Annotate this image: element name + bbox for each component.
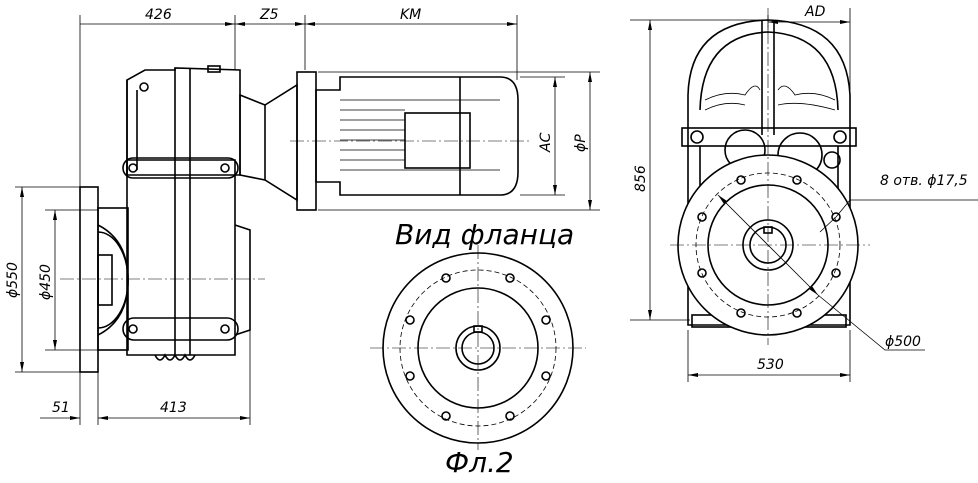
dim-413: 413: [160, 400, 187, 416]
dim-phi-p: ϕP: [573, 134, 589, 152]
dim-500: ϕ500: [885, 334, 921, 350]
dim-ad: AD: [804, 4, 826, 20]
output-flange: [79, 186, 99, 373]
flange-type-label: Фл.2: [445, 446, 514, 479]
dim-426: 426: [145, 7, 172, 23]
terminal-box: [404, 112, 471, 169]
dim-51: 51: [52, 400, 70, 416]
dim-856: 856: [633, 165, 649, 192]
flange-view: Вид фланца Фл.2: [370, 218, 586, 479]
flange-view-title: Вид фланца: [395, 218, 574, 251]
motor-adapter: [239, 83, 298, 202]
dim-530: 530: [757, 357, 784, 373]
motor-body: [315, 76, 519, 196]
dim-z5: Z5: [259, 7, 279, 23]
front-bolt-holes: [697, 175, 841, 318]
front-view: AD 856 8 отв. ϕ17,5 530 ϕ500: [630, 4, 978, 382]
dim-ac: AC: [538, 132, 554, 153]
side-view: 426 Z5 KM AC ϕP ϕ550 ϕ450 51 413: [5, 7, 600, 425]
flange-outer: [382, 252, 574, 444]
gear-housing: [126, 159, 236, 356]
bolt-holes: [405, 273, 551, 421]
dim-holes: 8 отв. ϕ17,5: [880, 173, 968, 189]
dim-450: ϕ450: [38, 264, 54, 300]
dim-550: ϕ550: [5, 262, 21, 298]
dim-km: KM: [400, 7, 421, 23]
